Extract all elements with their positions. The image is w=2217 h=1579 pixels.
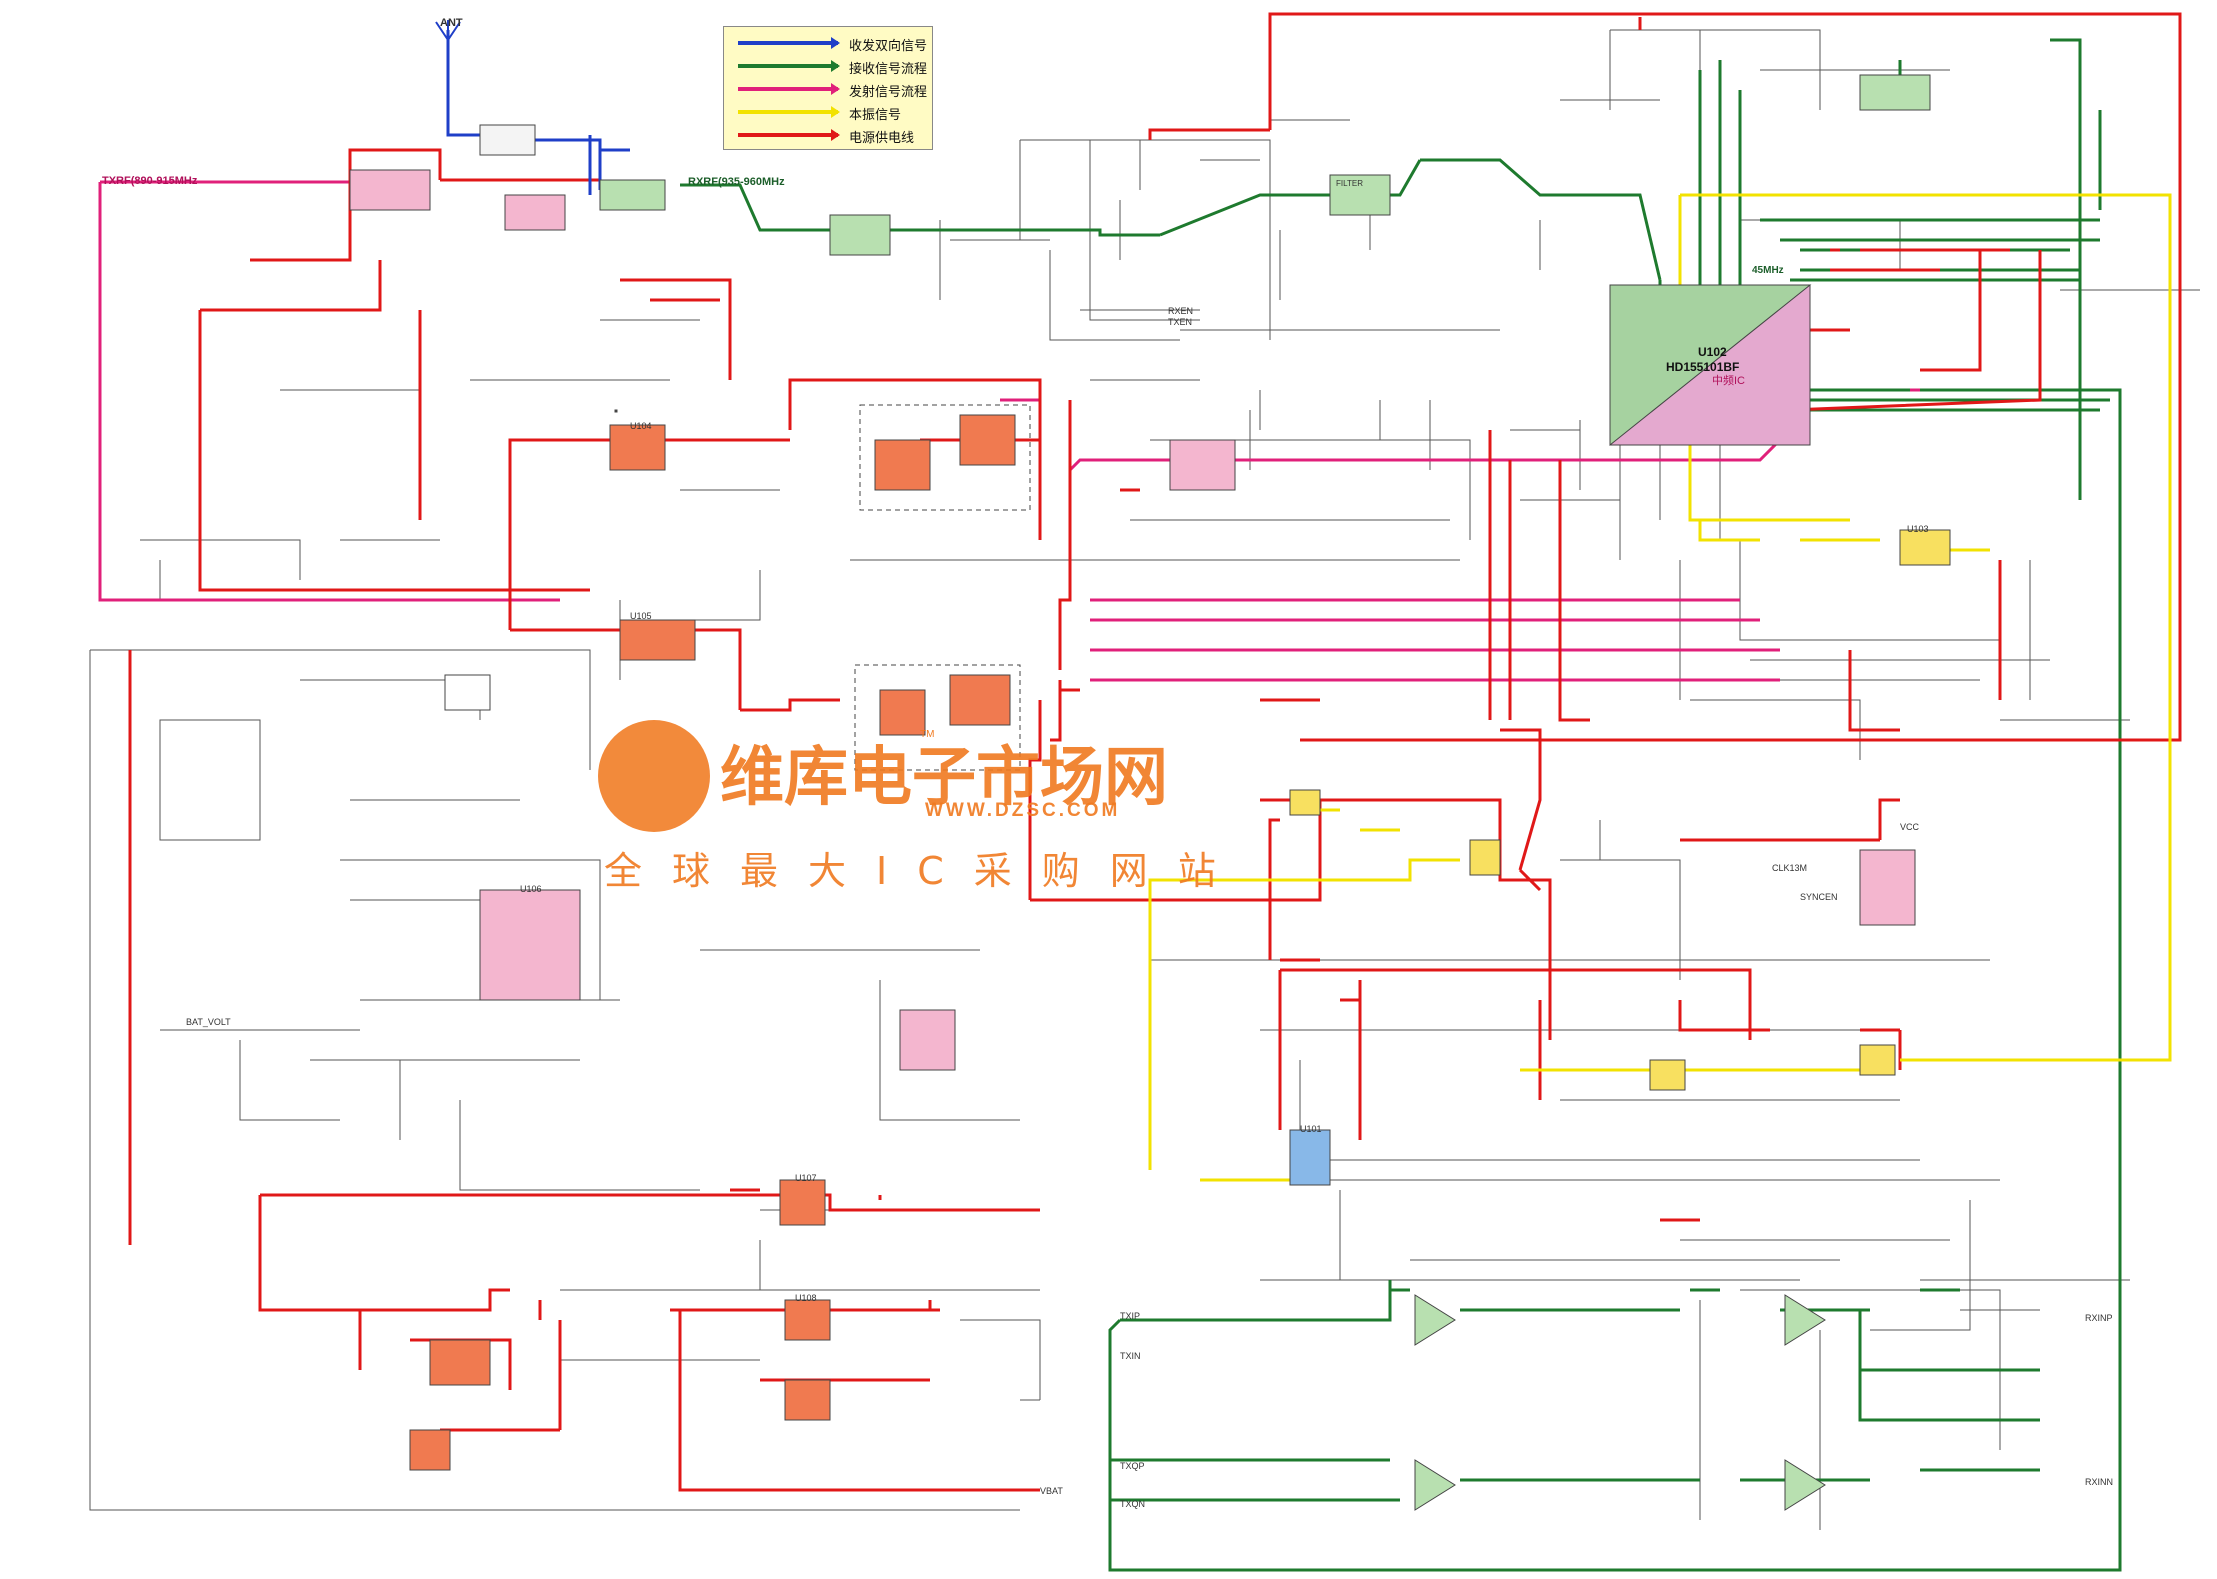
signal-legend: 收发双向信号 接收信号流程 发射信号流程 本振信号 电源供电线 [723, 26, 933, 150]
dashed-enclosures [854, 404, 1031, 771]
legend-row-rx: 接收信号流程 [724, 55, 932, 77]
u106-label: U106 [520, 884, 542, 894]
txqn-label: TXQN [1120, 1499, 1146, 1509]
legend-swatch-tx [738, 83, 840, 95]
legend-label-power: 电源供电线 [849, 131, 915, 146]
txin-label: TXIN [1120, 1351, 1141, 1361]
bidir-signal-path [446, 30, 630, 195]
legend-row-tx: 发射信号流程 [724, 78, 932, 100]
if-frequency-label: 45MHz [1752, 265, 1784, 276]
u105-label: U105 [630, 611, 652, 621]
legend-row-bidir: 收发双向信号 [724, 32, 932, 54]
legend-swatch-bidir [738, 37, 840, 49]
legend-row-power: 电源供电线 [724, 124, 932, 146]
filter-label: FILTER [1336, 179, 1363, 188]
vcc-label: VCC [1900, 822, 1920, 832]
bat-volt-label: BAT_VOLT [186, 1017, 231, 1027]
watermark-tm: TM [920, 729, 935, 740]
legend-swatch-rx [738, 60, 840, 72]
component-blocks [349, 74, 1951, 1471]
watermark-domain: WWW.DZSC.COM [925, 800, 1121, 821]
txip-label: TXIP [1120, 1311, 1141, 1321]
u108-label: U108 [795, 1293, 817, 1303]
watermark-logo-icon [598, 720, 710, 832]
rx-signal-paths [680, 38, 2122, 1572]
antenna-icon [435, 20, 461, 41]
legend-label-rx: 接收信号流程 [849, 62, 928, 77]
u104-label: U104 [630, 421, 652, 431]
legend-row-lo: 本振信号 [724, 101, 932, 123]
u101-label: U101 [1300, 1124, 1322, 1134]
rxinp-label: RXINP [2085, 1313, 2113, 1323]
txqp-label: TXQP [1120, 1461, 1145, 1471]
legend-label-tx: 发射信号流程 [849, 85, 928, 100]
legend-swatch-lo [738, 106, 840, 118]
u107-label: U107 [795, 1173, 817, 1183]
tx-signal-paths [98, 180, 1920, 682]
u102-desc: 中频IC [1712, 375, 1745, 387]
u103-label: U103 [1907, 524, 1929, 534]
antenna-label: ANT [440, 17, 463, 29]
clk-label: CLK13M [1772, 863, 1808, 873]
vbat-label: VBAT [1040, 1486, 1063, 1496]
tx-band-label: TXRF(890-915MHz [102, 175, 198, 187]
legend-swatch-power [738, 129, 840, 141]
legend-label-bidir: 收发双向信号 [849, 39, 928, 54]
rx-band-label: RXRF(935-960MHz [688, 176, 785, 188]
lo-signal-paths [1148, 193, 2172, 1182]
u102-part: HD155101BF [1666, 360, 1740, 374]
rxen-label: RXEN [1168, 306, 1194, 316]
syncen-label: SYNCEN [1800, 892, 1838, 902]
watermark-title: 维库电子市场网 [720, 741, 1168, 815]
op-amps [1414, 1294, 1826, 1511]
watermark-slogan: 全球最大IC采购网站 [604, 849, 1246, 893]
legend-label-lo: 本振信号 [849, 108, 902, 123]
u102-ref: U102 [1698, 345, 1727, 359]
rxinn-label: RXINN [2085, 1477, 2114, 1487]
txen-label: TXEN [1168, 317, 1193, 327]
